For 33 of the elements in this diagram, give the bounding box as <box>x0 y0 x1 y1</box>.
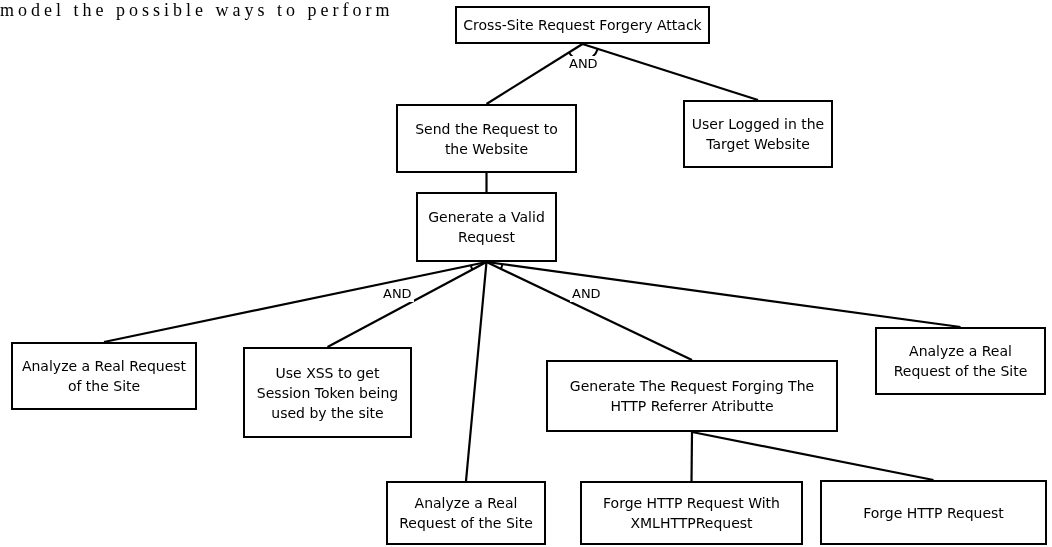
node-text: Forge HTTP Request With XMLHTTPRequest <box>602 494 781 533</box>
connector-line <box>691 430 934 482</box>
connector-line <box>327 261 487 348</box>
node-text: Analyze a Real Request of the Site <box>20 357 188 396</box>
node-box <box>11 342 197 410</box>
node-text: Use XSS to get Session Token being used by the site <box>255 363 400 423</box>
node-box <box>386 481 546 545</box>
node-text: Forge HTTP Request <box>863 503 1004 523</box>
node-box <box>243 347 412 438</box>
node-box <box>683 100 833 168</box>
node-box <box>580 481 803 545</box>
node-text: User Logged in the Target Website <box>690 115 826 154</box>
connector-line <box>464 261 488 482</box>
node-text: Analyze a Real Request of the Site <box>398 494 534 533</box>
node-box <box>546 360 838 432</box>
connector-line <box>582 42 759 102</box>
node-box <box>416 192 557 262</box>
gate-label: AND <box>381 286 414 302</box>
node-box <box>875 327 1046 395</box>
connector-line <box>485 173 488 192</box>
connector-line <box>485 43 584 105</box>
node-box <box>396 104 577 173</box>
node-text: Send the Request to the Website <box>414 119 559 159</box>
connector-line <box>690 432 694 481</box>
node-text: Generate The Request Forging The HTTP Referrer Atributte <box>568 377 816 416</box>
connector-line <box>486 260 961 329</box>
node-text: Generate a Valid Request <box>427 208 546 247</box>
node-box <box>455 6 710 44</box>
node-text: Analyze a Real Request of the Site <box>892 342 1029 381</box>
gate-label: AND <box>570 286 603 302</box>
connector-line <box>486 261 693 361</box>
node-box <box>820 480 1047 545</box>
node-text: Cross-Site Request Forgery Attack <box>463 16 702 35</box>
